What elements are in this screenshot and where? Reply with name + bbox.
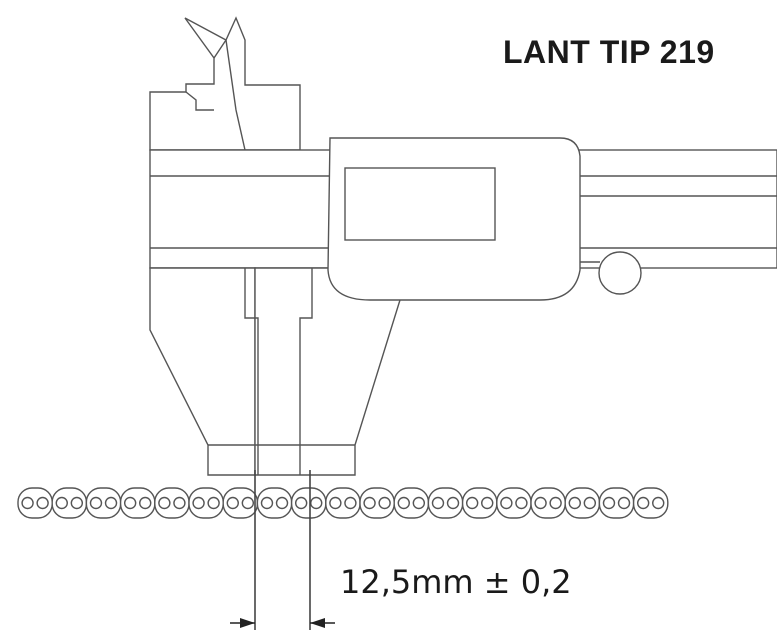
chain-pin — [310, 496, 323, 510]
roller-chain — [17, 487, 669, 519]
chain-pin — [104, 496, 118, 510]
chain-pin — [397, 496, 410, 510]
chain-pin — [617, 496, 631, 510]
chain-pin — [70, 496, 84, 510]
chain-pin — [363, 496, 376, 510]
chain-pin — [173, 496, 186, 510]
chain-pin — [226, 496, 239, 510]
chain-pin — [123, 496, 137, 510]
fixed-lower-jaw — [149, 267, 256, 476]
chain-pin — [89, 496, 103, 510]
chain-pin — [636, 496, 650, 510]
chain-pin — [275, 496, 289, 510]
chain-pin — [158, 496, 171, 510]
chain-pin — [55, 496, 68, 510]
chain-pin — [21, 496, 34, 510]
chain-pin — [481, 496, 494, 510]
chain-link — [632, 487, 669, 519]
chain-pin — [534, 496, 547, 510]
upper-jaw-bevel-2 — [225, 39, 246, 151]
chain-pin — [583, 496, 597, 510]
chain-pin — [515, 496, 528, 510]
chain-pin — [465, 496, 479, 510]
chain-pin — [139, 496, 152, 510]
chain-pin — [192, 496, 205, 510]
slider-head — [327, 137, 642, 301]
chain-pin — [652, 496, 665, 510]
pitch-dimension — [230, 470, 335, 630]
chain-pin — [329, 496, 342, 510]
upper-jaw-bevel-1 — [213, 39, 227, 59]
chain-pin — [378, 496, 391, 510]
chain-pin — [602, 496, 616, 510]
chain-pin — [294, 496, 308, 510]
chain-pin — [241, 496, 255, 510]
chain-pin — [431, 496, 445, 510]
chain-pin — [500, 496, 513, 510]
chain-pin — [260, 496, 274, 510]
arrowhead-right — [310, 618, 325, 628]
upper-fixed-jaw — [149, 16, 301, 151]
chain-pin — [549, 496, 562, 510]
chain-pin — [446, 496, 460, 510]
upper-inside-jaws — [149, 16, 301, 151]
chain-pin — [207, 496, 220, 510]
model-title: LANT TIP 219 — [503, 34, 715, 70]
arrowhead-left — [240, 618, 255, 628]
sliding-jaw-inner-edge-left — [244, 268, 259, 475]
digital-display — [344, 167, 496, 241]
sliding-jaw-inner-edge-right — [299, 268, 313, 475]
chain-pin — [568, 496, 581, 510]
upper-jaw-step — [185, 91, 214, 111]
chain-pin — [36, 496, 49, 510]
thumb-roller — [598, 251, 642, 295]
chain-pin — [344, 496, 357, 510]
pitch-dimension-label: 12,5mm ± 0,2 — [340, 563, 572, 601]
chain-pin — [412, 496, 426, 510]
